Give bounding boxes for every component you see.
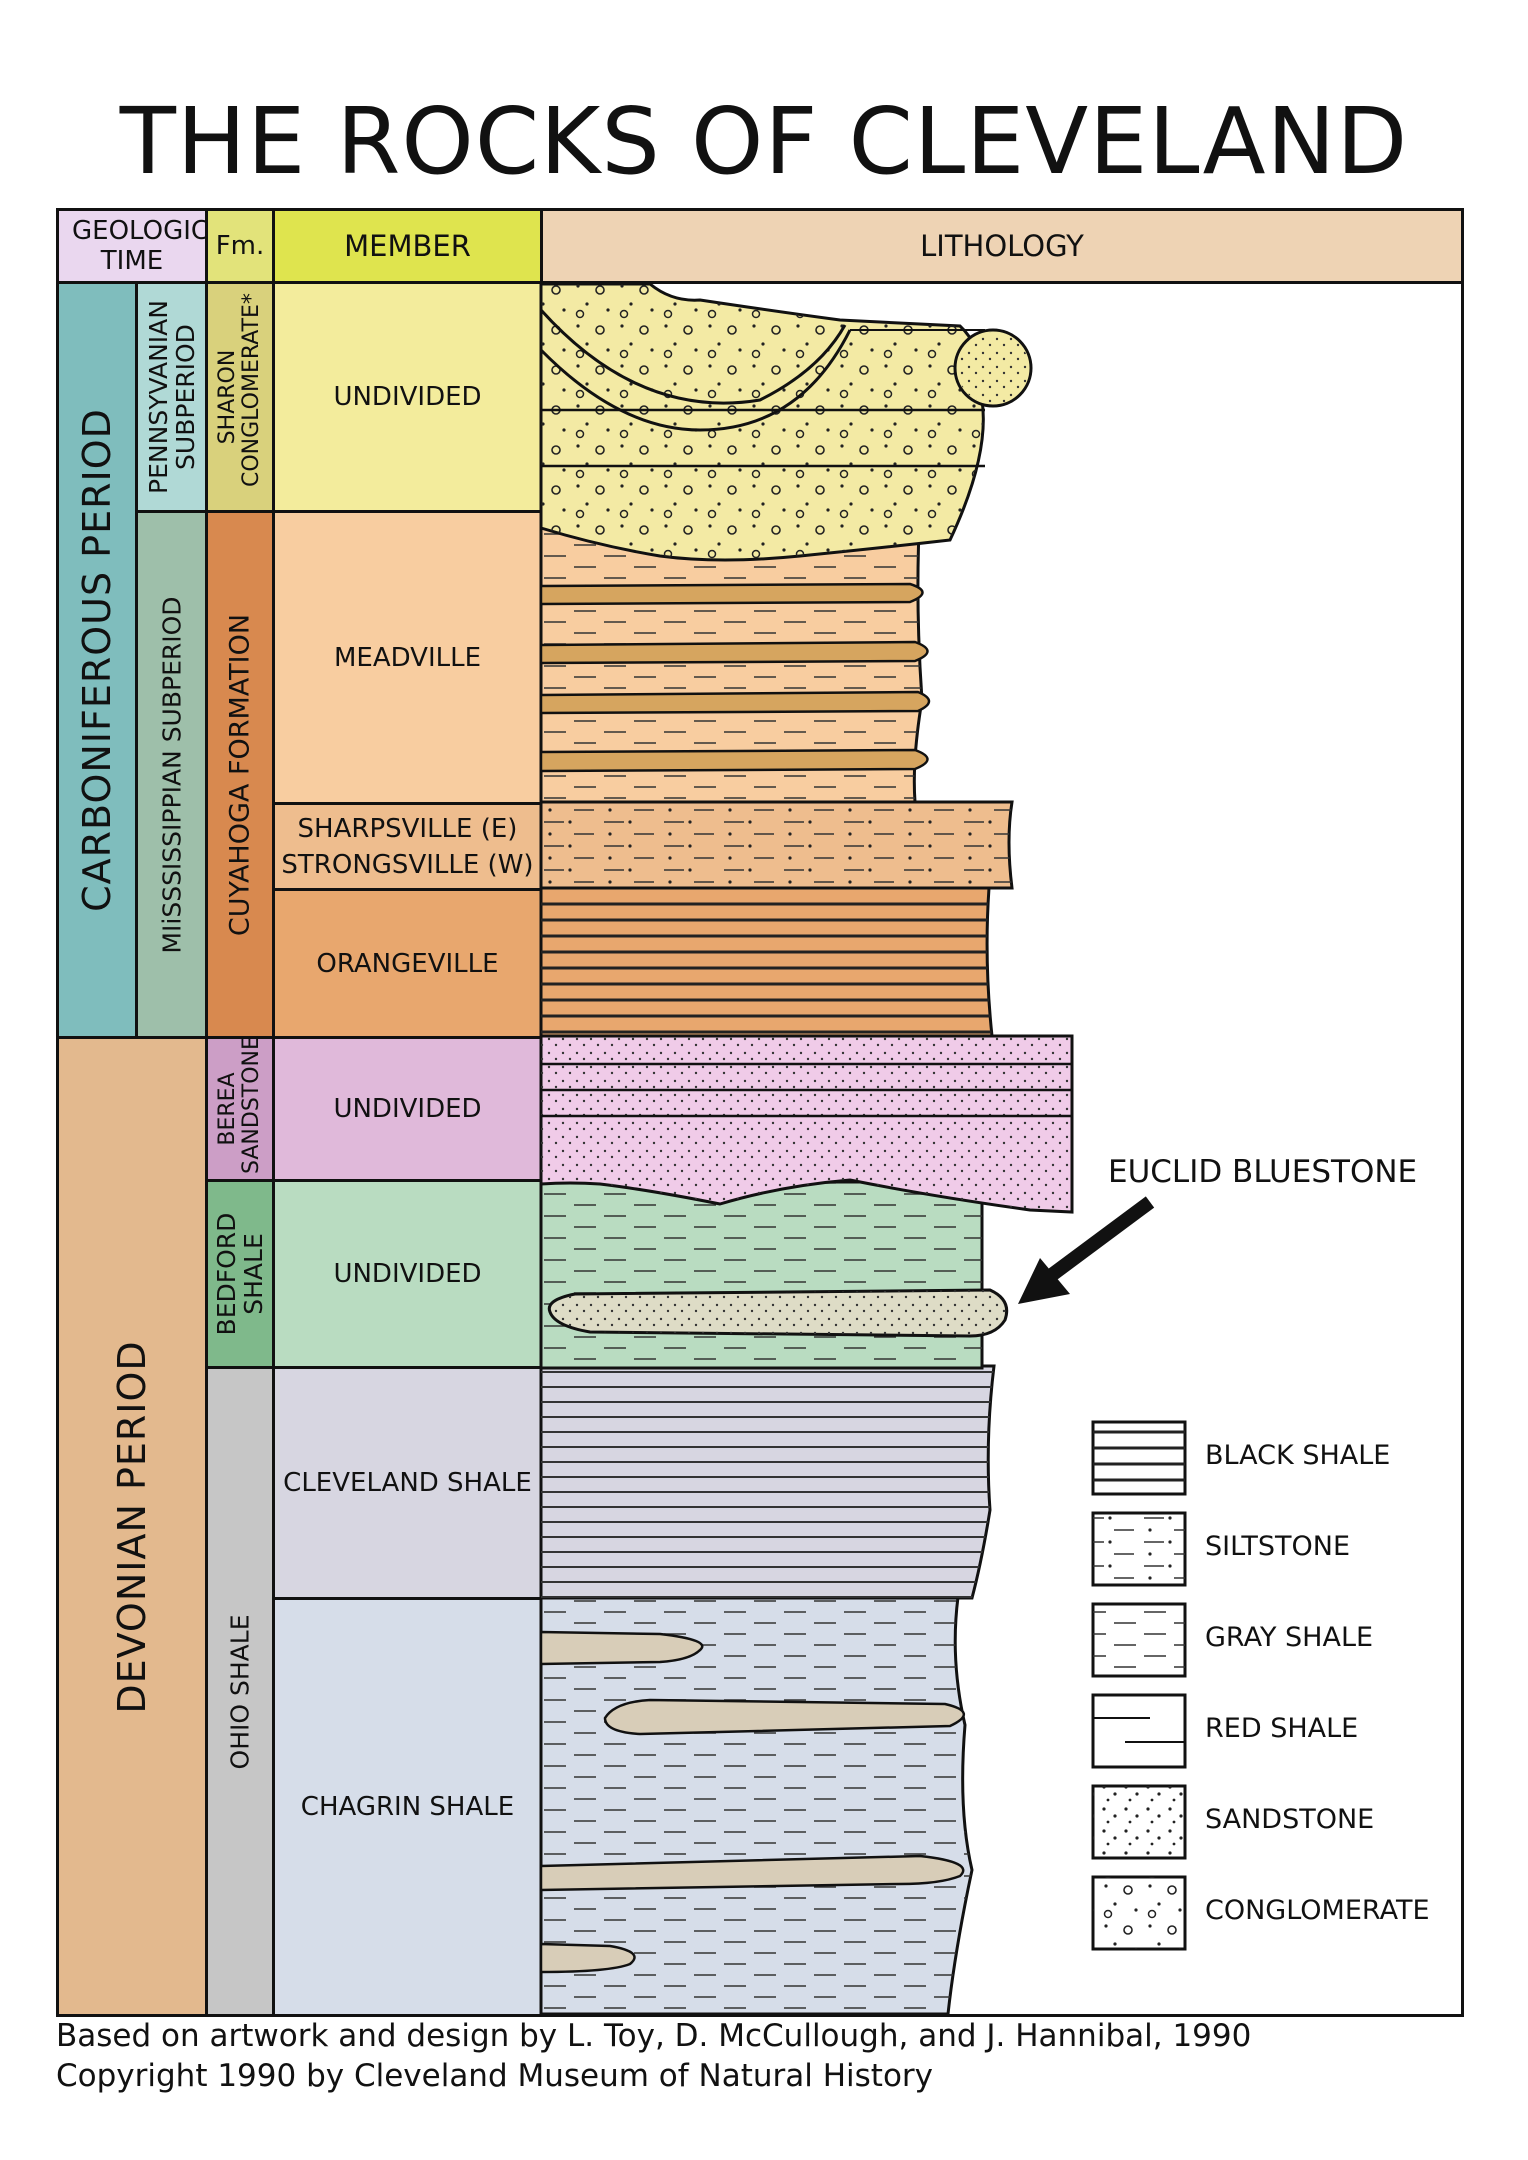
member-cleveland-shale-label: CLEVELAND SHALE [283, 1468, 532, 1498]
member-berea-undivided-label: UNDIVIDED [333, 1094, 482, 1124]
header-fm: Fm. [205, 208, 275, 284]
member-sharpsville-label: SHARPSVILLE (E) [297, 813, 518, 844]
header-lithology-label: LITHOLOGY [920, 229, 1084, 263]
member-strongsville-label: STRONGSVILLE (W) [281, 849, 534, 880]
member-sharon-undivided-label: UNDIVIDED [333, 382, 482, 412]
credit-line-2: Copyright 1990 by Cleveland Museum of Na… [56, 2058, 934, 2094]
member-chagrin-shale: CHAGRIN SHALE [272, 1597, 543, 2017]
meadville-litho [539, 508, 931, 804]
legend-conglomerate: CONGLOMERATE [1205, 1895, 1430, 1926]
page-title: THE ROCKS OF CLEVELAND [119, 88, 1409, 195]
sharpsville-litho [539, 800, 1014, 890]
member-sharpsville: SHARPSVILLE (E) STRONGSVILLE (W) [272, 802, 543, 891]
member-chagrin-shale-label: CHAGRIN SHALE [300, 1792, 515, 1822]
legend-sandstone: SANDSTONE [1205, 1804, 1375, 1835]
legend-siltstone: SILTSTONE [1205, 1531, 1351, 1562]
formation-ohio: OHIO SHALE [205, 1366, 275, 2017]
euclid-bluestone-arrow [1018, 1196, 1155, 1304]
bedford-shale-litho [539, 1180, 1009, 1370]
legend-red-shale: RED SHALE [1205, 1713, 1359, 1744]
member-bedford-undivided-label: UNDIVIDED [333, 1259, 482, 1289]
cleveland-shale-litho [539, 1364, 996, 1600]
sharon-conglomerate-litho [539, 282, 1033, 562]
subperiod-pennsylvanian: PENNSYVANIAN SUBPERIOD [135, 281, 208, 513]
chagrin-shale-litho [539, 1595, 974, 2016]
header-geologic-time-label: GEOLOGIC TIME [72, 216, 210, 276]
member-orangeville-label: ORANGEVILLE [316, 948, 499, 979]
member-meadville: MEADVILLE [272, 510, 543, 805]
header-geologic-time: GEOLOGIC TIME [56, 208, 210, 284]
member-sharon-undivided: UNDIVIDED [272, 281, 543, 513]
subperiod-mississippian: MIiSSSISSIPPIAN SUBPERIOD [135, 510, 208, 1039]
header-lithology: LITHOLOGY [540, 208, 1464, 284]
legend-gray-shale: GRAY SHALE [1205, 1622, 1374, 1653]
member-cleveland-shale: CLEVELAND SHALE [272, 1366, 543, 1600]
period-devonian: DEVONIAN PERIOD [56, 1036, 208, 2017]
member-meadville-label: MEADVILLE [333, 642, 482, 673]
legend-black-shale: BLACK SHALE [1205, 1440, 1391, 1471]
legend-swatches [1091, 1420, 1187, 1951]
euclid-bluestone-label: EUCLID BLUESTONE [1108, 1154, 1418, 1190]
orangeville-litho [539, 886, 994, 1038]
period-carboniferous: CARBONIFEROUS PERIOD [56, 281, 138, 1039]
credit-line-1: Based on artwork and design by L. Toy, D… [56, 2018, 1252, 2054]
header-fm-label: Fm. [215, 231, 265, 261]
berea-sandstone-litho [539, 1034, 1074, 1214]
header-member-label: MEMBER [344, 229, 471, 263]
formation-bedford: BEDFORD SHALE [205, 1179, 275, 1369]
